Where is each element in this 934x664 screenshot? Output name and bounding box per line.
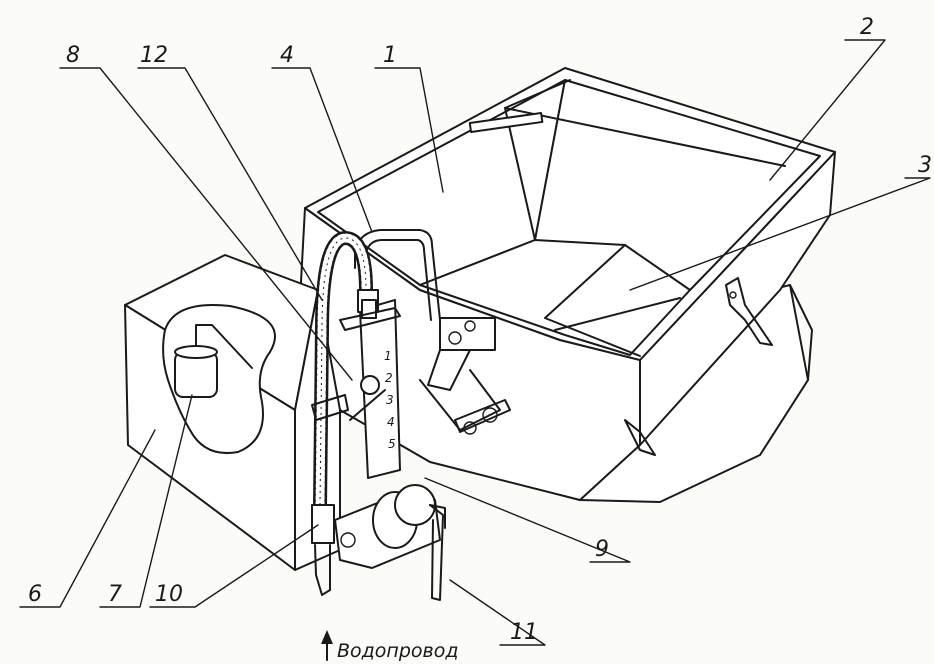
valve-body [311,504,335,544]
leader-lines [19,39,931,661]
label-10: 10 [155,582,183,607]
dosing-scale: 1 2 3 4 5 [311,289,401,479]
tank-cutaway [162,304,276,454]
label-2: 2 [860,15,874,40]
scale-mark-2: 2 [385,371,393,385]
lever-mechanism [419,317,511,435]
arrow-up-icon [321,630,333,644]
valve-assembly [311,484,446,601]
label-12: 12 [140,43,168,68]
label-4: 4 [280,43,294,68]
label-11: 11 [510,620,538,645]
scale-knob [360,375,380,395]
lever-bracket [439,317,496,351]
scale-mark-3: 3 [386,393,394,407]
callout-numbers: 8 12 4 1 2 3 9 6 7 10 11 Водопровод [28,15,932,662]
label-9: 9 [595,537,609,562]
water-tank [124,254,341,571]
caption-water-supply: Водопровод [337,640,459,662]
label-1: 1 [383,43,397,68]
scale-mark-5: 5 [388,437,396,451]
scale-panel [359,299,401,479]
label-7: 7 [108,582,122,607]
label-8: 8 [66,43,80,68]
label-3: 3 [918,153,932,178]
label-6: 6 [28,582,42,607]
scale-mark-1: 1 [384,349,392,363]
scale-mark-4: 4 [387,415,395,429]
hopper-grip-bar [468,112,544,133]
